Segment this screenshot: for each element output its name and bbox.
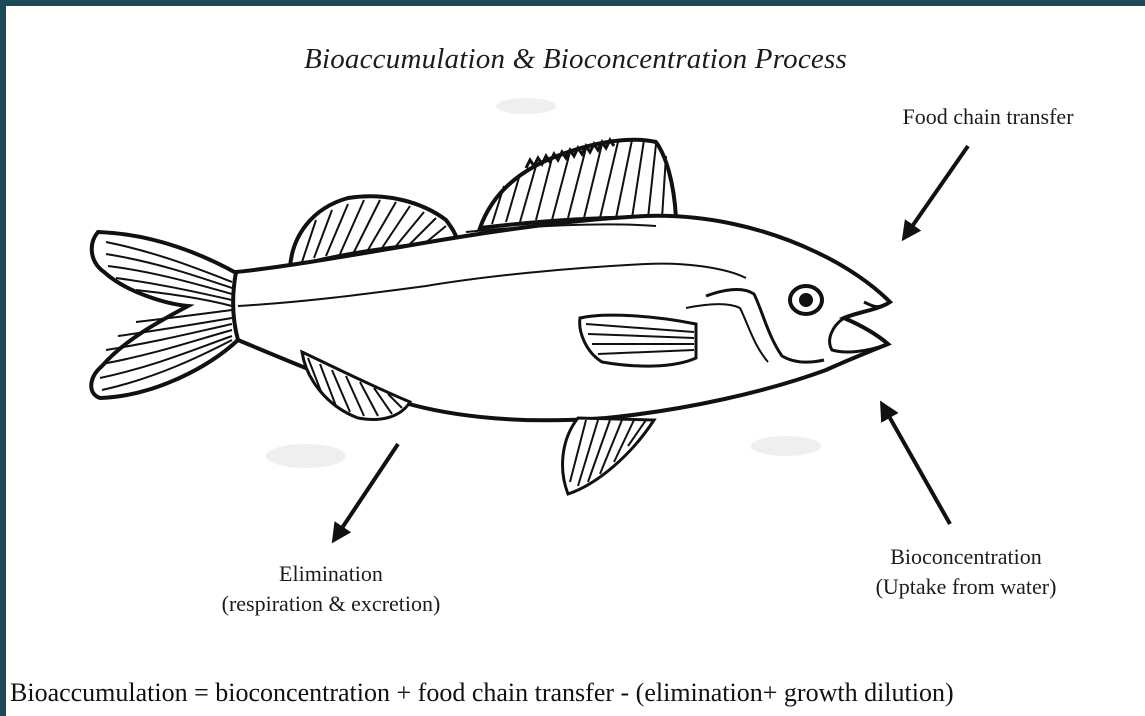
food-chain-label: Food chain transfer (868, 102, 1108, 132)
diagram-panel: Bioaccumulation & Bioconcentration Proce… (6, 6, 1145, 716)
pectoral-fin (580, 315, 696, 366)
bioconcentration-label-line1: Bioconcentration (826, 542, 1106, 572)
bioaccumulation-formula: Bioaccumulation = bioconcentration + foo… (10, 678, 954, 708)
fish-eye (790, 286, 822, 314)
elimination-label-line2: (respiration & excretion) (176, 589, 486, 619)
bioconcentration-arrow (882, 404, 950, 524)
pelvic-fin (563, 418, 654, 494)
food-chain-arrow (904, 146, 968, 238)
bioconcentration-label: Bioconcentration (Uptake from water) (826, 542, 1106, 602)
bioconcentration-label-line2: (Uptake from water) (826, 572, 1106, 602)
elimination-label: Elimination (respiration & excretion) (176, 559, 486, 619)
tail-fin (91, 232, 238, 398)
elimination-label-line1: Elimination (176, 559, 486, 589)
